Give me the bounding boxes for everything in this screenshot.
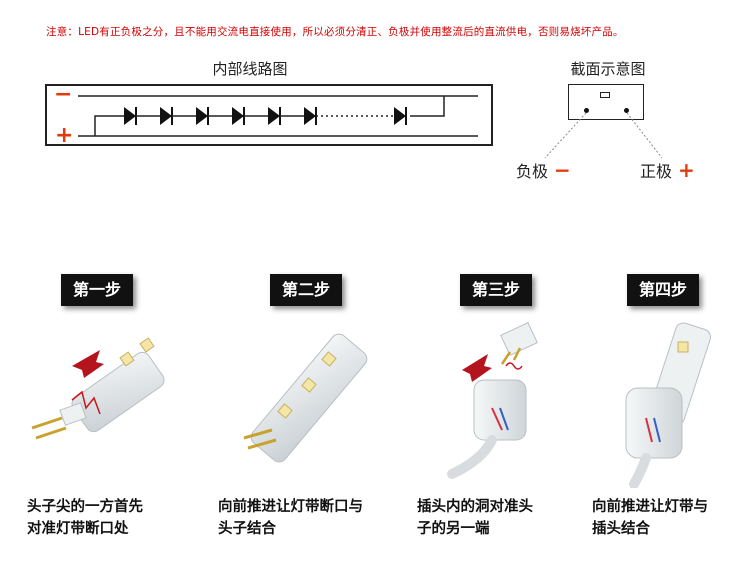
step-1-badge: 第一步 [61, 274, 133, 306]
cross-section-led-window [600, 92, 610, 98]
positive-contact-dot [624, 108, 629, 113]
positive-pole-sign: + [678, 158, 695, 182]
negative-contact-dot [584, 108, 589, 113]
step-4-badge: 第四步 [627, 274, 699, 306]
step-2-badge: 第二步 [270, 274, 342, 306]
step-3-caption: 插头内的洞对准头 子的另一端 [417, 498, 533, 537]
positive-pole-label: 正极+ [640, 158, 695, 182]
step-2-photo [243, 333, 368, 463]
step-1-photo [31, 337, 165, 440]
circuit-negative-sign: − [54, 82, 73, 107]
led-diode-symbol [394, 107, 407, 125]
step-4-photo [625, 322, 711, 488]
step-2-caption: 向前推进让灯带断口与 头子结合 [218, 498, 363, 537]
negative-pole-label: 负极− [516, 158, 571, 182]
negative-pole-sign: − [554, 158, 571, 182]
circuit-positive-sign: + [55, 123, 74, 148]
cross-section-title: 截面示意图 [570, 60, 646, 78]
polarity-warning-notice: 注意：LED有正负极之分，且不能用交流电直接使用，所以必须分清正、负极并使用整流… [46, 26, 624, 38]
led-diode-chain [124, 107, 407, 125]
step-1-caption: 头子尖的一方首先 对准灯带断口处 [27, 498, 143, 537]
step-3-photo [447, 322, 538, 479]
step-3-badge: 第三步 [460, 274, 532, 306]
cross-section-outline [568, 84, 644, 120]
circuit-diagram-title: 内部线路图 [212, 60, 288, 78]
negative-return-wire [410, 96, 445, 117]
step-4-caption: 向前推进让灯带与 插头结合 [592, 498, 708, 537]
positive-feed-wire [94, 115, 124, 136]
circuit-diagram-frame [45, 84, 493, 146]
